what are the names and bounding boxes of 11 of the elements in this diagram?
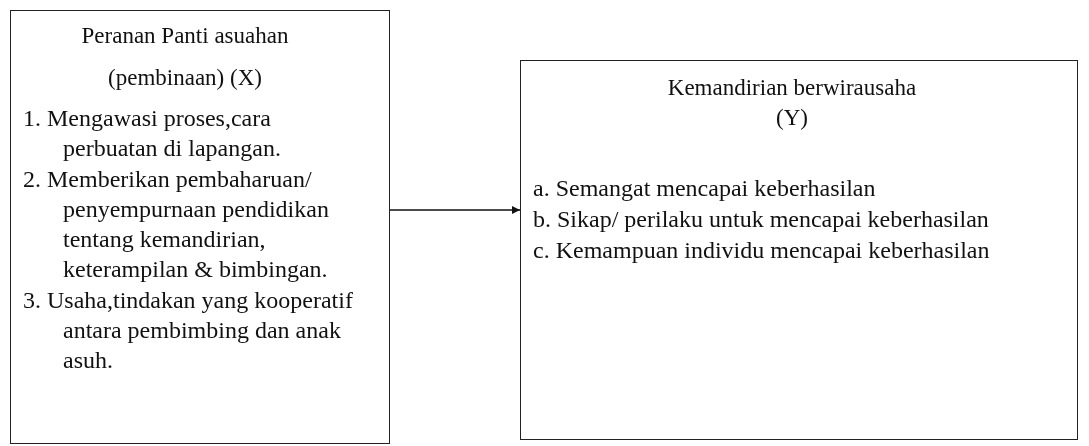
list-item: b. Sikap/ perilaku untuk mencapai keberhasilan (532, 205, 990, 234)
arrow (389, 206, 521, 214)
heading: Kemandirian berwirausaha (Y) (666, 74, 918, 132)
list-item: 1. Mengawasi proses,cara perbuatan di lapangan. (22, 104, 282, 163)
list-item: a. Semangat mencapai keberhasilan (532, 174, 877, 203)
text-box (520, 60, 1078, 440)
list-item: 3. Usaha,tindakan yang kooperatif antara pembimbing dan anak asuh. (22, 286, 354, 375)
list-item: 2. Memberikan pembaharuan/ penyempurnaan pendidikan tentang kemandirian, keterampilan & bimbingan. (22, 165, 330, 284)
heading: Peranan Panti asuahan (pembinaan) (X) (80, 22, 290, 92)
list-item: c. Kemampuan individu mencapai keberhasilan (532, 236, 991, 265)
text-box (10, 10, 390, 444)
